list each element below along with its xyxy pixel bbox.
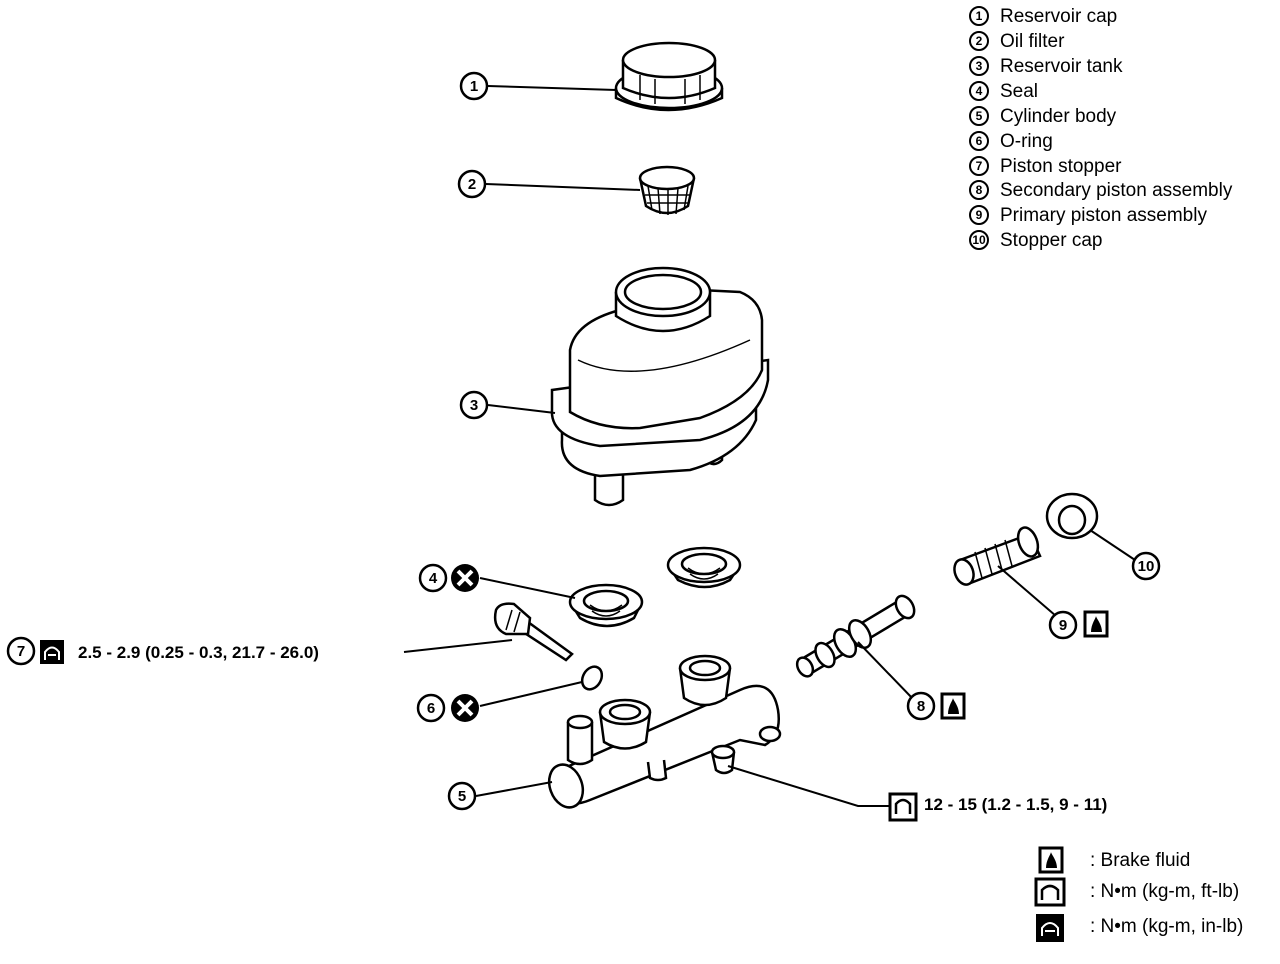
seal [568, 583, 644, 628]
do-not-reuse-icon [449, 692, 481, 724]
legend-label-7: Piston stopper [1000, 156, 1122, 177]
svg-text:5: 5 [458, 788, 466, 805]
svg-text:7: 7 [17, 643, 25, 660]
cylinder-body [547, 654, 782, 809]
legend-item-8: 8 Secondary piston assembly [969, 180, 1233, 201]
torque-ftlb-icon [1034, 877, 1066, 907]
legend-num-7: 7 [976, 159, 983, 173]
callout-6: 6 [416, 681, 583, 724]
legend-label-5: Cylinder body [1000, 106, 1117, 127]
legend-item-1: 1 Reservoir cap [969, 6, 1117, 27]
legend-item-6: 6 O-ring [969, 131, 1053, 152]
callout-7: 7 2.5 - 2.9 (0.25 - 0.3, 21.7 - 26.0) [6, 636, 513, 666]
legend-num-10: 10 [972, 233, 986, 247]
reservoir-cap [614, 41, 724, 112]
legend-label-9: Primary piston assembly [1000, 205, 1207, 226]
primary-piston-assembly [953, 526, 1042, 586]
legend-num-4: 4 [976, 84, 983, 98]
legend-item-3: 3 Reservoir tank [969, 56, 1123, 77]
svg-text:9: 9 [1059, 617, 1067, 634]
callout-2: 2 [457, 169, 641, 199]
legend-item-5: 5 Cylinder body [969, 106, 1117, 127]
svg-text:4: 4 [429, 570, 438, 587]
callout-8: 8 [857, 641, 966, 721]
torque-inlb-icon [40, 640, 64, 664]
o-ring [580, 665, 604, 691]
callout-1: 1 [459, 71, 617, 101]
key-nm-ftlb: : N•m (kg-m, ft-lb) [1090, 881, 1239, 902]
legend-item-10: 10 Stopper cap [969, 230, 1102, 251]
svg-text:8: 8 [917, 698, 925, 715]
legend-label-2: Oil filter [1000, 31, 1065, 52]
piston-stopper-torque: 2.5 - 2.9 (0.25 - 0.3, 21.7 - 26.0) [78, 643, 319, 662]
legend-num-3: 3 [976, 59, 983, 73]
secondary-piston-assembly [795, 594, 916, 678]
legend-num-5: 5 [976, 109, 983, 123]
torque-ftlb-icon [888, 792, 918, 822]
svg-text:3: 3 [470, 397, 478, 414]
legend-num-9: 9 [976, 208, 983, 222]
brake-fluid-icon [1083, 610, 1109, 638]
legend-label-3: Reservoir tank [1000, 56, 1123, 77]
legend-label-6: O-ring [1000, 131, 1053, 152]
brake-fluid-icon [940, 692, 966, 720]
legend-label-8: Secondary piston assembly [1000, 180, 1233, 201]
parts-legend: 1 Reservoir cap 2 Oil filter 3 Reservoir… [969, 6, 1233, 251]
piston-stopper [493, 602, 574, 662]
brake-fluid-icon [1038, 846, 1064, 874]
seal-upper [666, 546, 742, 589]
cylinder-bolt-torque: 12 - 15 (1.2 - 1.5, 9 - 11) [924, 795, 1107, 814]
legend-num-6: 6 [976, 134, 983, 148]
svg-text:2: 2 [468, 176, 476, 193]
legend-num-8: 8 [976, 183, 983, 197]
legend-label-1: Reservoir cap [1000, 6, 1117, 27]
callout-9: 9 [997, 565, 1109, 640]
legend-item-7: 7 Piston stopper [969, 156, 1122, 177]
legend-num-1: 1 [976, 9, 983, 23]
callout-5: 5 [447, 781, 553, 811]
key-brake-fluid: : Brake fluid [1090, 850, 1190, 871]
bolt-torque-callout: 12 - 15 (1.2 - 1.5, 9 - 11) [727, 765, 1107, 822]
torque-inlb-icon [1036, 914, 1064, 942]
legend-item-9: 9 Primary piston assembly [969, 205, 1207, 226]
legend-num-2: 2 [976, 34, 983, 48]
legend-label-4: Seal [1000, 81, 1038, 102]
do-not-reuse-icon [449, 562, 481, 594]
callout-3: 3 [459, 390, 556, 420]
legend-item-4: 4 Seal [969, 81, 1038, 102]
reservoir-tank [550, 266, 770, 507]
svg-text:1: 1 [470, 78, 478, 95]
svg-text:10: 10 [1138, 558, 1155, 575]
svg-text:6: 6 [427, 700, 435, 717]
callout-4: 4 [418, 562, 576, 599]
legend-item-2: 2 Oil filter [969, 31, 1065, 52]
callout-10: 10 [1089, 529, 1161, 581]
symbol-key: : Brake fluid : N•m (kg-m, ft-lb) : N•m … [1034, 846, 1243, 942]
stopper-cap [1045, 492, 1099, 540]
key-nm-inlb: : N•m (kg-m, in-lb) [1090, 916, 1243, 937]
legend-label-10: Stopper cap [1000, 230, 1102, 251]
oil-filter [638, 165, 696, 215]
